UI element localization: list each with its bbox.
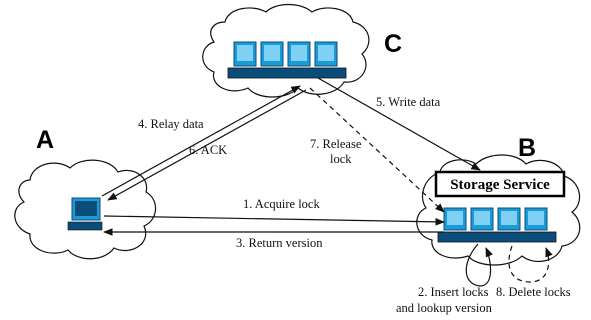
- label-ack: 6. ACK: [189, 143, 227, 157]
- label-release-lock-2: lock: [330, 152, 352, 166]
- server-rack-icon: [437, 207, 557, 243]
- label-write-data: 5. Write data: [376, 95, 441, 109]
- arrow-acquire-lock: [103, 215, 445, 226]
- arrow-write-data: [317, 77, 481, 171]
- loop-delete-locks: [508, 245, 553, 283]
- node-c-label: C: [384, 30, 402, 58]
- node-b-label: B: [518, 134, 536, 162]
- storage-service-box: [434, 170, 566, 198]
- cloud-c: [202, 3, 370, 98]
- label-relay-data: 4. Relay data: [138, 117, 204, 131]
- node-a-label: A: [36, 126, 54, 154]
- server-rack-icon: [227, 41, 347, 79]
- loop-insert-locks: [465, 243, 493, 287]
- label-delete-locks: 8. Delete locks: [496, 285, 571, 299]
- label-acquire-lock: 1. Acquire lock: [243, 197, 320, 211]
- label-insert-locks-1: 2. Insert locks: [418, 285, 489, 299]
- desktop-computer-icon: [67, 197, 103, 231]
- label-insert-locks-2: and lookup version: [396, 301, 493, 315]
- arrow-relay-data: [101, 85, 301, 197]
- storage-service-label: Storage Service: [450, 177, 550, 193]
- arrow-ack: [107, 89, 307, 201]
- arrow-release-lock: [309, 87, 445, 213]
- label-return-version: 3. Return version: [236, 236, 323, 250]
- label-release-lock-1: 7. Release: [310, 137, 362, 151]
